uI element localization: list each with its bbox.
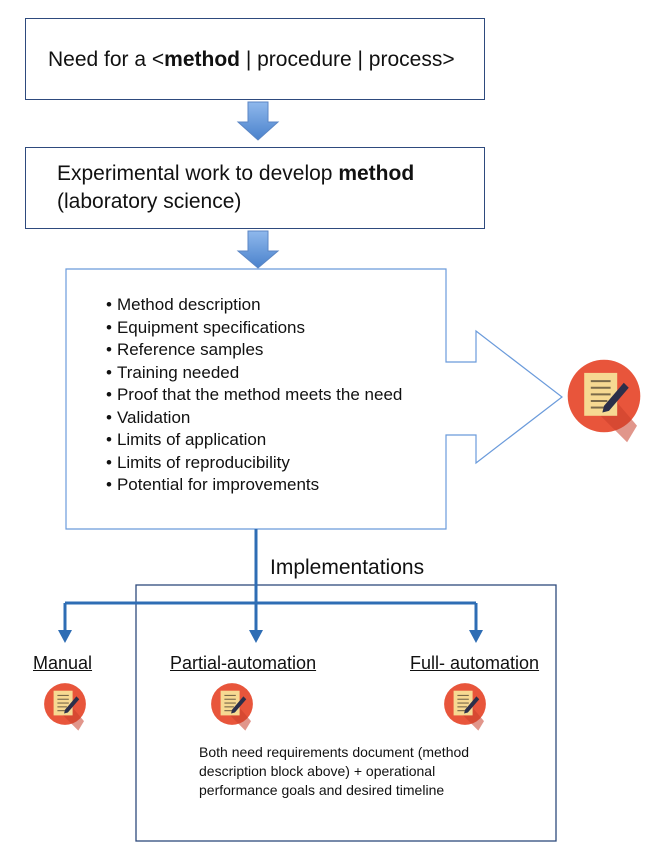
- list-item: Method description: [106, 294, 402, 317]
- implementations-box: [135, 584, 557, 842]
- full-automation-label: Full- automation: [410, 653, 540, 673]
- implementations-title: Implementations: [270, 556, 425, 579]
- experimental-line1: Experimental work to develop method: [57, 162, 414, 186]
- list-item: Potential for improvements: [106, 474, 402, 497]
- document-pen-icon: [43, 682, 87, 732]
- manual-label: Manual: [33, 653, 93, 673]
- list-item: Limits of reproducibility: [106, 452, 402, 475]
- list-item: Reference samples: [106, 339, 402, 362]
- list-item: Equipment specifications: [106, 317, 402, 340]
- experimental-bold: method: [338, 162, 415, 185]
- need-suffix: | procedure | process>: [239, 48, 455, 71]
- experimental-box: [25, 147, 485, 229]
- list-item: Limits of application: [106, 429, 402, 452]
- need-bold: method: [164, 48, 240, 71]
- experimental-line2: (laboratory science): [57, 190, 242, 213]
- need-box: [25, 18, 485, 100]
- need-prefix: Need for a <: [48, 48, 165, 71]
- need-text: Need for a <method | procedure | process…: [48, 48, 455, 72]
- partial-automation-label: Partial-automation: [170, 653, 317, 673]
- list-item: Training needed: [106, 362, 402, 385]
- list-item: Proof that the method meets the need: [106, 384, 402, 407]
- experimental-prefix: Experimental work to develop: [57, 162, 339, 185]
- down-arrow-1: [236, 101, 280, 141]
- down-arrow-2: [236, 230, 280, 269]
- document-pen-icon: [210, 682, 254, 732]
- deliverables-list: Method description Equipment specificati…: [106, 294, 402, 497]
- document-pen-icon: [566, 358, 642, 444]
- implementations-note: Both need requirements document (method …: [199, 744, 470, 798]
- list-item: Validation: [106, 407, 402, 430]
- document-pen-icon: [443, 682, 487, 732]
